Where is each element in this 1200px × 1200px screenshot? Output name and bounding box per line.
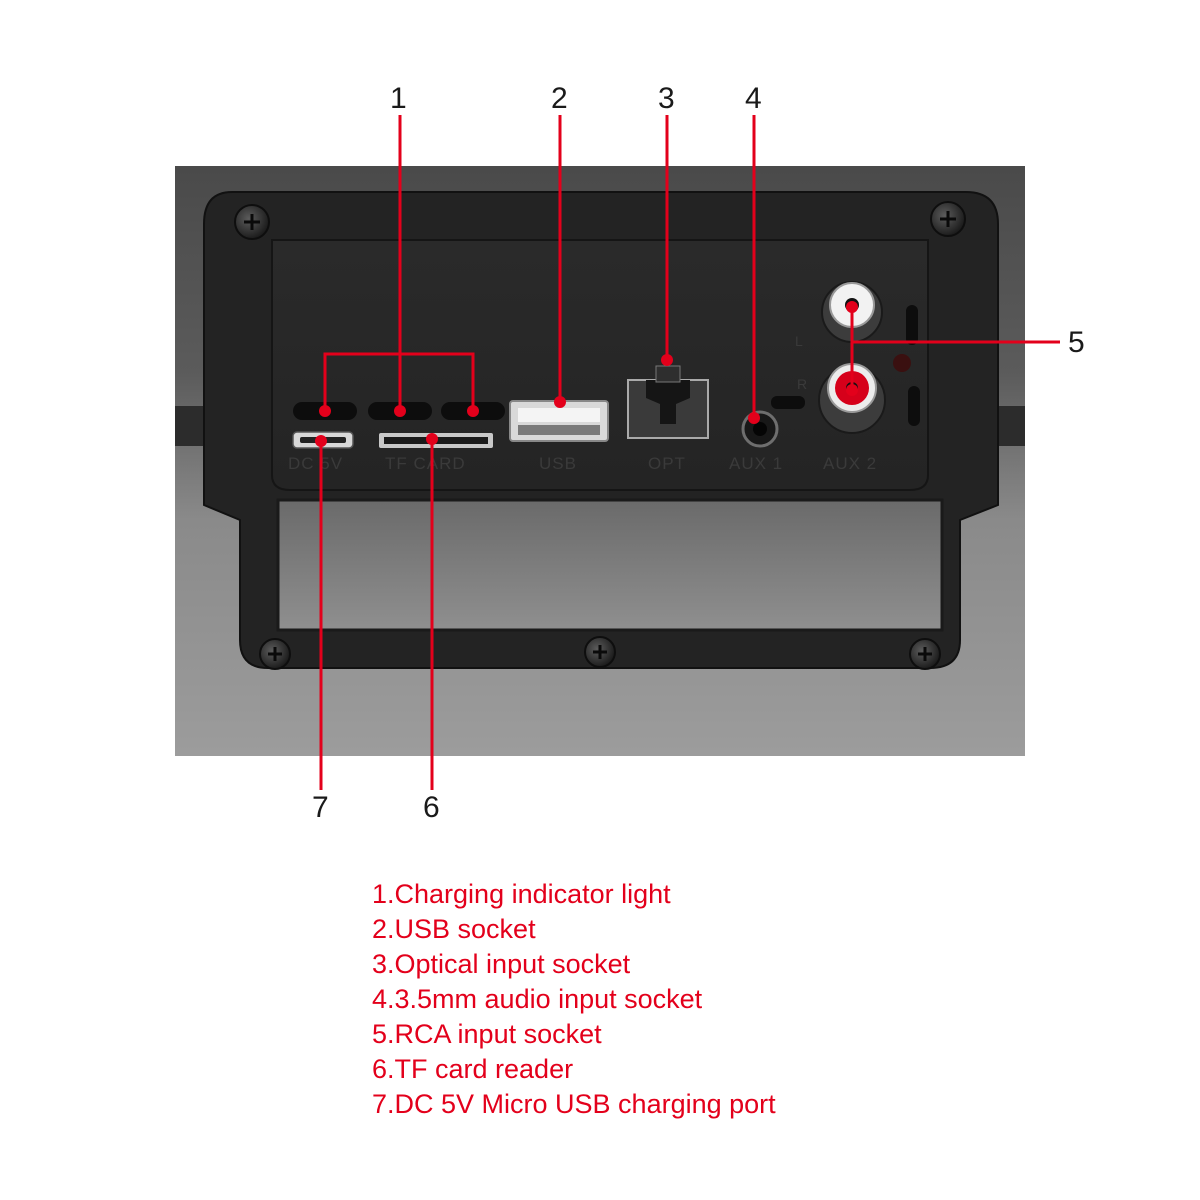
- callout-number-6: 6: [423, 791, 440, 824]
- callout-number-4: 4: [745, 82, 762, 115]
- callout-number-2: 2: [551, 82, 568, 115]
- feature-legend: 1.Charging indicator light 2.USB socket …: [372, 877, 776, 1122]
- label-aux-2: AUX 2: [823, 454, 877, 473]
- legend-item: 4.3.5mm audio input socket: [372, 982, 776, 1017]
- callout-number-5: 5: [1068, 326, 1085, 359]
- legend-item: 5.RCA input socket: [372, 1017, 776, 1052]
- legend-item: 1.Charging indicator light: [372, 877, 776, 912]
- callout-number-1: 1: [390, 82, 407, 115]
- screw-icon: [260, 639, 290, 669]
- screw-icon: [235, 205, 269, 239]
- screw-icon: [910, 639, 940, 669]
- label-tf-card: TF CARD: [385, 454, 466, 473]
- rca-slot-right: [908, 386, 920, 426]
- label-opt: OPT: [648, 454, 686, 473]
- label-aux-1: AUX 1: [729, 454, 783, 473]
- label-dc-5v: DC 5V: [288, 454, 343, 473]
- label-usb: USB: [539, 454, 577, 473]
- panel-lower-plate: [278, 500, 942, 630]
- label-rca-left: L: [795, 333, 803, 349]
- legend-item: 7.DC 5V Micro USB charging port: [372, 1087, 776, 1122]
- screw-icon: [585, 637, 615, 667]
- port-inset: [272, 240, 928, 490]
- rca-slot-left: [906, 305, 918, 345]
- screw-icon: [931, 202, 965, 236]
- rca-status-dot: [893, 354, 911, 372]
- callout-number-3: 3: [658, 82, 675, 115]
- label-rca-right: R: [797, 376, 807, 392]
- callout-number-7: 7: [312, 791, 329, 824]
- legend-item: 6.TF card reader: [372, 1052, 776, 1087]
- aux-indicator-bar: [771, 396, 805, 409]
- legend-item: 3.Optical input socket: [372, 947, 776, 982]
- legend-item: 2.USB socket: [372, 912, 776, 947]
